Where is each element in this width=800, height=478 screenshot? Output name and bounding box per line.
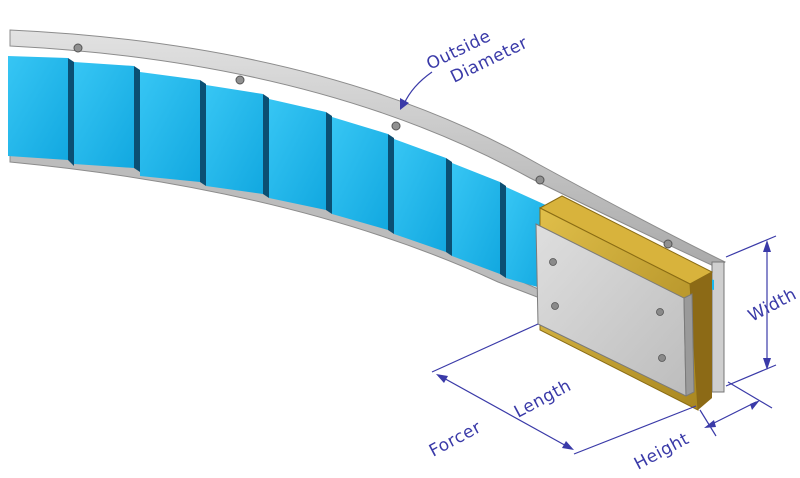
outside-diameter-dimension: Outside Diameter bbox=[400, 26, 531, 110]
bolt-hole bbox=[73, 43, 83, 53]
magnet-3 bbox=[140, 72, 206, 186]
forcer-screw-hole bbox=[656, 308, 664, 316]
width-label: Width bbox=[745, 284, 800, 326]
back-iron bbox=[9, 29, 726, 393]
forcer-screw-hole bbox=[551, 302, 559, 310]
magnet-6 bbox=[332, 117, 394, 234]
forcer-coil-side bbox=[690, 272, 712, 410]
forcer-screw-hole bbox=[658, 354, 666, 362]
magnet-row bbox=[8, 56, 714, 392]
bolt-hole bbox=[535, 175, 545, 185]
magnet-2 bbox=[74, 62, 140, 172]
magnet-7 bbox=[394, 139, 452, 256]
magnet-4 bbox=[206, 85, 269, 198]
height-label: Height bbox=[631, 429, 693, 474]
forcer-screw-hole bbox=[549, 258, 557, 266]
magnet-8 bbox=[452, 163, 506, 278]
bolt-hole bbox=[663, 239, 673, 249]
forcer bbox=[535, 195, 714, 411]
forcer-label: Forcer bbox=[426, 417, 485, 461]
magnet-1 bbox=[8, 56, 74, 166]
bolt-hole bbox=[391, 121, 401, 131]
width-dimension: Width bbox=[725, 235, 800, 387]
length-label: Length bbox=[511, 376, 575, 423]
magnet-5 bbox=[269, 99, 332, 214]
bolt-hole bbox=[235, 75, 245, 85]
forcer-plate-edge bbox=[683, 293, 695, 397]
